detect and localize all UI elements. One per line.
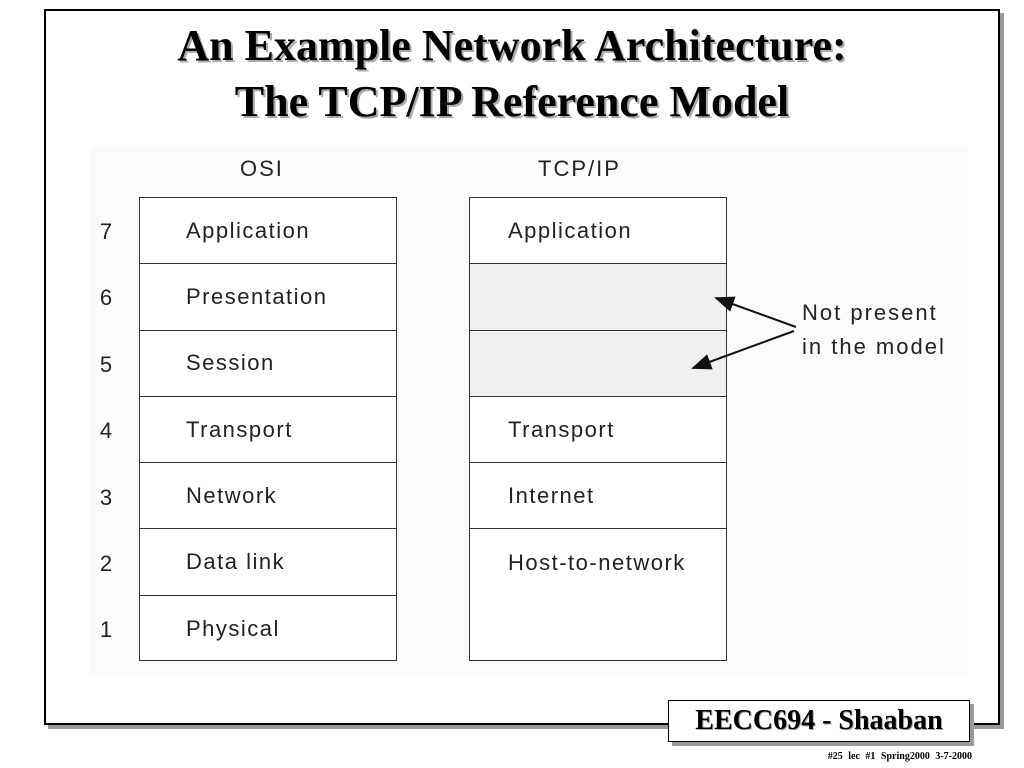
tcpip-layer-application: Application — [470, 198, 726, 265]
title-line-1: An Example Network Architecture: — [177, 21, 847, 70]
osi-layer-application: Application — [140, 198, 396, 265]
layer-number-7: 7 — [99, 219, 113, 244]
osi-header: OSI — [240, 156, 284, 181]
osi-layer-transport: Transport — [140, 397, 396, 464]
tcpip-layer-absent-5 — [470, 330, 726, 397]
course-badge: EECC694 - Shaaban — [668, 700, 970, 742]
layer-number-1: 1 — [99, 617, 113, 642]
note-line-1: Not present — [802, 300, 938, 325]
tcpip-header: TCP/IP — [538, 156, 621, 181]
osi-layer-data-link: Data link — [140, 530, 396, 596]
slide-title: An Example Network Architecture: The TCP… — [0, 18, 1024, 130]
tcpip-layer-transport: Transport — [470, 397, 726, 464]
tcpip-layer-absent-6 — [470, 264, 726, 331]
layer-number-5: 5 — [99, 352, 113, 377]
note-line-2: in the model — [802, 334, 946, 359]
osi-layer-presentation: Presentation — [140, 264, 396, 331]
layer-number-6: 6 — [99, 285, 113, 310]
tcpip-layer-host-to-network: Host-to-network — [508, 549, 686, 575]
osi-stack: Application Presentation Session Transpo… — [139, 197, 397, 661]
not-present-note: Not present in the model — [802, 296, 946, 364]
osi-layer-physical: Physical — [186, 615, 280, 641]
layer-number-3: 3 — [99, 485, 113, 510]
layer-number-4: 4 — [99, 418, 113, 443]
title-line-2: The TCP/IP Reference Model — [234, 77, 790, 126]
slide-footer: #25 lec #1 Spring2000 3-7-2000 — [827, 751, 972, 762]
tcpip-stack: Application Transport Internet Host-to-n… — [469, 197, 727, 661]
osi-layer-session: Session — [140, 331, 396, 397]
osi-layer-network: Network — [140, 463, 396, 530]
layer-number-2: 2 — [99, 551, 113, 576]
tcpip-layer-internet: Internet — [470, 463, 726, 530]
